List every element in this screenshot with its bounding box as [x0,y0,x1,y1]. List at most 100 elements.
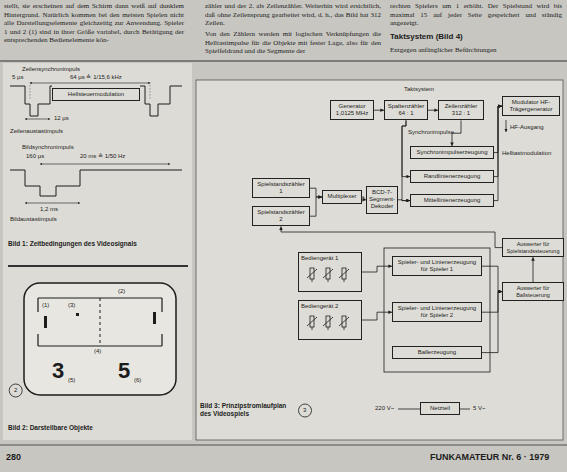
ball [76,313,79,316]
body-text: rechten Spielers um 1 erhöht. Der Spiels… [390,2,562,28]
figure-label: 160 µs [26,153,44,160]
page-footer: FUNKAMATEUR Nr. 6 · 1979 [430,452,549,462]
block-box: Auswerter für Ballsteuerung [502,282,564,301]
screen-outline [24,283,176,395]
block-box: Auswerter für Spielstandssteuerung [502,238,564,257]
figure-label: Zeilenaustastimpuls [10,128,63,135]
block-box: Multiplexer [322,190,362,204]
figure-label: (6) [134,377,141,384]
block-label: Spaltenzähler 64 : 1 [387,103,425,117]
video-signal-box: Hellsteuermodulation [52,88,140,101]
block-box: Synchronimpulserzeugung [410,146,494,159]
block-box: Spielstandszähler 1 [252,178,310,198]
block-box: Bediengerät 2 [298,300,362,340]
block-label: Modulator HF-Trägergenerator [505,99,557,113]
line-sync-waveform [10,86,182,116]
block-label: Synchronimpulserzeugung [413,149,491,156]
player-paddle [153,312,156,324]
block-label: Multiplexer [325,193,359,200]
body-text: stellt, sie erscheinen auf dem Schirm da… [4,2,184,45]
rule [0,445,567,446]
rule [8,265,188,267]
callout-circle [299,404,312,417]
figure-label: 20 ms ≙ 1/50 Hz [80,153,125,160]
dimension-line [30,83,150,84]
block-box: Generator 1,0125 MHz [330,100,374,120]
block-label: Mittellinienerzeugung [413,197,491,204]
dimension-line [25,203,80,204]
section-heading: Taktsystem (Bild 4) [390,32,562,41]
figure-caption: Bild 3: Prinzipstromlaufplan des Videosp… [200,402,296,418]
block-box: Spaltenzähler 64 : 1 [384,100,428,120]
figure-label: (2) [118,288,125,295]
figure-label: (4) [94,348,101,355]
block-label: Spielstandszähler 1 [255,181,307,195]
figure-label: 12 µs [54,115,69,122]
body-text: Entgegen anfänglicher Befürchtungen [390,46,562,55]
figure-label: Bildsynchronimpuls [22,144,74,151]
figure-label: 2 [14,387,17,394]
block-label: Bediengerät 1 [301,255,359,262]
center-line [100,298,101,346]
block-box: Mittellinienerzeugung [410,194,494,207]
block-label: Spieler- und Linienerzeugung für Spieler… [395,259,479,273]
signal-line [398,199,410,201]
figure-label: (5) [68,377,75,384]
rule [0,60,567,61]
block-label: Generator 1,0125 MHz [333,103,371,117]
block-label: Hellsteuermodulation [55,91,137,98]
signal-line [482,292,502,353]
figure-label: HF-Ausgang [510,124,544,131]
signal-line [310,197,322,216]
figure-label: 220 V~ [375,405,394,412]
block-label: Spielstandszähler 2 [255,209,307,223]
dimension-line [40,164,170,165]
block-label: Randlinienerzeugung [413,173,491,180]
block-box: Zeilenzähler 312 : 1 [438,100,484,120]
potentiometer-symbol [339,268,349,282]
figure-panel [196,80,563,440]
figure-label: 3 [303,407,306,414]
figure-label: Bildaustastimpuls [10,216,57,223]
block-box: Randlinienerzeugung [410,170,494,183]
playfield-border [38,298,162,346]
signal-line [402,120,410,176]
body-text: zähler und der 2. als Zeilenzähler. Weit… [205,2,381,28]
block-box: BCD-7-Segment-Dekoder [366,186,398,214]
score-digit: 5 [118,360,130,382]
figure-label: 5 µs [12,74,23,81]
body-text: Von den Zählern werden mit logischen Ver… [205,30,381,56]
signal-line [533,257,534,282]
potentiometer-symbol [307,316,317,330]
output-line [506,120,507,132]
signal-line [428,110,438,111]
figure-label: Helltastmodulation [502,150,551,157]
group-outline [384,248,490,372]
potentiometer-symbol [307,268,317,282]
signal-line [494,106,502,200]
potentiometer-symbol [323,268,333,282]
block-label: Bediengerät 2 [301,303,359,310]
score-digit: 3 [52,360,64,382]
potentiometer-symbol [339,316,349,330]
callout-circle [9,384,22,397]
block-box: Modulator HF-Trägergenerator [502,96,560,116]
signal-line [482,266,502,291]
figure-label: Taktsystem [404,86,434,93]
figure-caption: Bild 2: Darstellbare Objekte [8,424,188,432]
figure-label: (3) [68,302,75,309]
figure-label: 5 V~ [473,405,486,412]
figure-label: 1,2 ms [40,206,58,213]
figure-label: (1) [42,302,49,309]
signal-line [362,266,392,272]
block-label: Spieler- und Linienerzeugung für Spieler… [395,305,479,319]
figure-label: Synchronimpulse [408,129,454,136]
signal-line [281,226,502,247]
player-paddle [44,316,47,328]
signal-line [374,110,384,111]
block-label: Netzteil [423,405,457,412]
frame-sync-waveform [10,170,182,196]
